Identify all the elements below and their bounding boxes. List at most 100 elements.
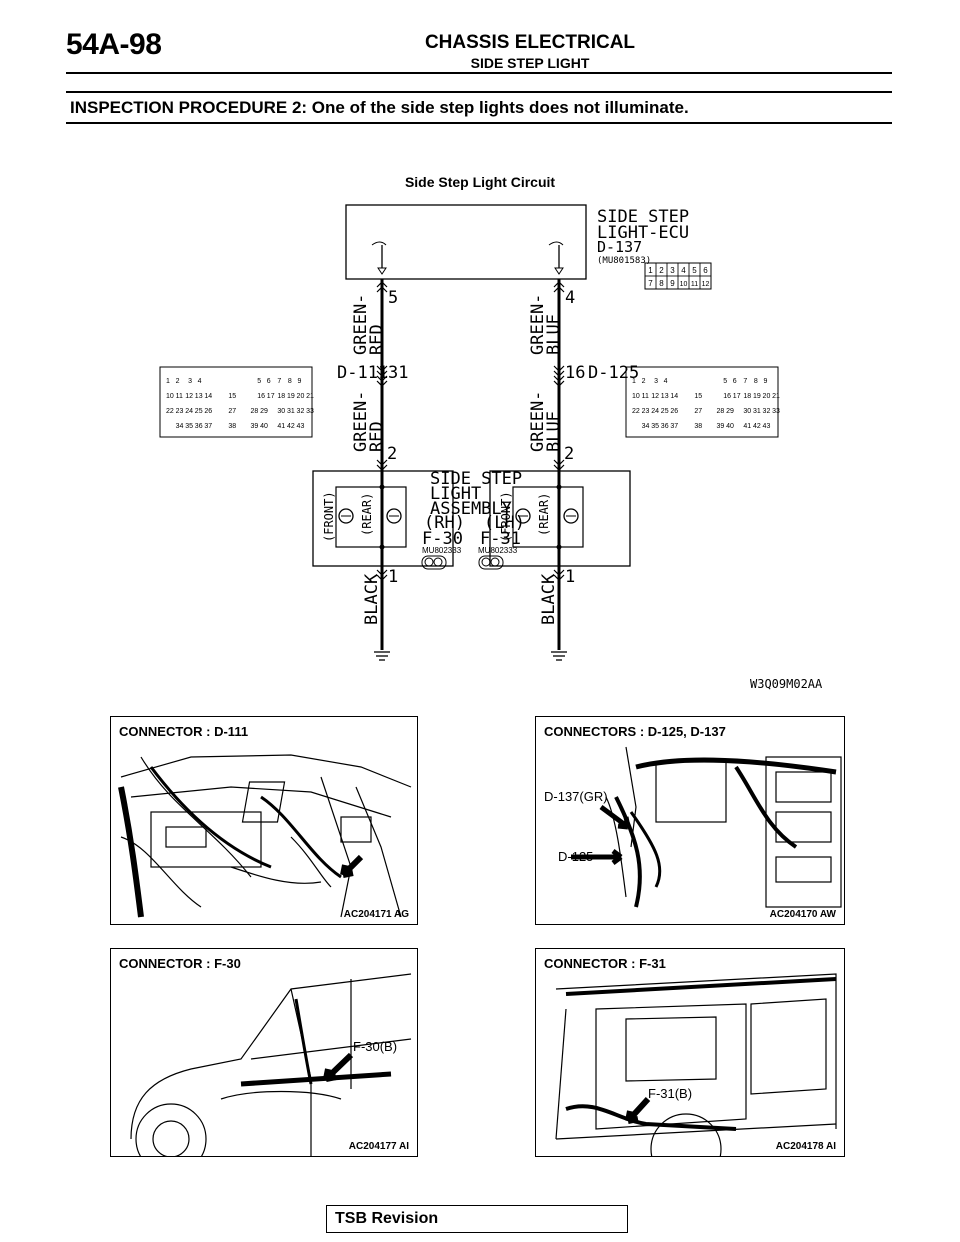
arrow-d125-icon <box>571 849 623 865</box>
connector-pin-number: 17 <box>267 393 275 400</box>
header-rule <box>66 72 892 74</box>
panel-f30: CONNECTOR : F-30 F-30(B) AC204177 AI <box>110 948 418 1157</box>
connector-pin-number: 15 <box>228 393 236 400</box>
connector-pin-number: 10 <box>166 393 174 400</box>
procedure-title: INSPECTION PROCEDURE 2: One of the side … <box>70 98 689 117</box>
connector-pin-number: 23 <box>176 408 184 415</box>
connector-pin-number: 28 <box>716 408 724 415</box>
connector-pin-number: 18 <box>743 393 751 400</box>
connector-pin-number: 29 <box>726 408 734 415</box>
callout-d125: D-125 <box>558 849 594 864</box>
ecu-pin-number: 2 <box>659 266 664 275</box>
pin-left-top: 5 <box>388 288 398 308</box>
connector-outline <box>159 366 313 438</box>
connector-pin-number: 2 <box>642 378 646 385</box>
connector-pin-number: 8 <box>288 378 292 385</box>
ecu-part-number: (MU801583) <box>597 256 651 266</box>
connector-pin-number: 38 <box>694 423 702 430</box>
connector-pin-number: 39 <box>716 423 724 430</box>
connector-pin-number: 21 <box>772 393 780 400</box>
ecu-box <box>345 204 587 280</box>
connector-pin-number: 34 <box>642 423 650 430</box>
connector-pin-number: 36 <box>195 423 203 430</box>
connector-pin-number: 22 <box>166 408 174 415</box>
ecu-pin-number: 7 <box>648 279 653 288</box>
panel-title: CONNECTOR : F-31 <box>544 956 666 971</box>
title-rule-bottom <box>66 122 892 124</box>
connector-pin-number: 13 <box>195 393 203 400</box>
connector-pin-number: 6 <box>733 378 737 385</box>
d125-d137-photo-illustration <box>571 746 842 908</box>
ecu-pin-number: 4 <box>681 266 686 275</box>
connector-pin-number: 19 <box>287 393 295 400</box>
connector-pin-number: 1 <box>632 378 636 385</box>
d111-photo-illustration <box>118 754 412 918</box>
connector-pin-number: 39 <box>250 423 258 430</box>
connector-pin-number: 5 <box>257 378 261 385</box>
callout-f30: F-30(B) <box>353 1039 398 1054</box>
connector-pin-number: 38 <box>228 423 236 430</box>
connector-pin-number: 17 <box>733 393 741 400</box>
wire-color-green-blue-lower-2: BLUE <box>544 411 564 452</box>
rh-label: (RH) <box>424 513 465 533</box>
connector-pin-number: 32 <box>763 408 771 415</box>
f31-connector-face <box>478 555 504 570</box>
connector-pin-number: 10 <box>632 393 640 400</box>
connector-outline <box>625 366 779 438</box>
arrow-d137-icon <box>599 804 631 830</box>
wire-color-green-red-lower-1: GREEN- <box>351 391 371 452</box>
connector-pin-number: 35 <box>185 423 193 430</box>
front-label-rh: (FRONT) <box>322 491 336 542</box>
lamp-pin-top-left: 2 <box>387 444 397 464</box>
connector-pin-number: 4 <box>664 378 668 385</box>
f31-part: MU802333 <box>478 546 518 555</box>
connector-pin-number: 25 <box>195 408 203 415</box>
title-rule-top <box>66 91 892 93</box>
subsection-title: SIDE STEP LIGHT <box>470 55 590 71</box>
connector-pin-number: 16 <box>257 393 265 400</box>
connector-pin-number: 13 <box>661 393 669 400</box>
connector-pin-number: 20 <box>297 393 305 400</box>
wire-color-green-blue-2: BLUE <box>544 314 564 355</box>
d125-pin: 16 <box>565 363 585 383</box>
connector-pin-number: 30 <box>277 408 285 415</box>
ecu-pin-number: 8 <box>659 279 664 288</box>
panel-code: AC204178 AI <box>775 1141 836 1152</box>
connector-pin-number: 43 <box>297 423 305 430</box>
connector-pin-number: 23 <box>642 408 650 415</box>
connector-pin-number: 40 <box>726 423 734 430</box>
diagram-title: Side Step Light Circuit <box>404 174 556 190</box>
connector-pin-number: 29 <box>260 408 268 415</box>
connector-pin-number: 5 <box>723 378 727 385</box>
connector-pin-number: 32 <box>297 408 305 415</box>
f30-label: F-30 <box>422 529 463 549</box>
connector-pin-number: 12 <box>185 393 193 400</box>
ecu-pin-number: 9 <box>670 279 675 288</box>
connector-pin-number: 26 <box>204 408 212 415</box>
callout-d137: D-137(GR) <box>544 789 608 804</box>
connector-pin-number: 8 <box>754 378 758 385</box>
front-label-lh: (FRONT) <box>499 491 513 542</box>
connector-pin-number: 4 <box>198 378 202 385</box>
panel-code: AC204177 AI <box>348 1141 409 1152</box>
connector-pin-number: 14 <box>670 393 678 400</box>
connector-pin-number: 27 <box>694 408 702 415</box>
connector-pin-number: 34 <box>176 423 184 430</box>
f30-photo-illustration <box>130 973 412 1156</box>
wire-color-green-red-1: GREEN- <box>351 294 371 355</box>
callout-f31: F-31(B) <box>648 1086 693 1101</box>
connector-pin-number: 43 <box>763 423 771 430</box>
panel-code: AC204170 AW <box>769 909 836 920</box>
ecu-name-1: SIDE STEP <box>597 207 689 227</box>
connector-pin-number: 11 <box>642 393 649 400</box>
panel-f31: CONNECTOR : F-31 F-31(B) AC204178 AI <box>535 948 845 1157</box>
assembly-line-2: LIGHT <box>430 484 481 504</box>
panel-title: CONNECTOR : F-30 <box>119 956 241 971</box>
connector-pin-number: 37 <box>670 423 678 430</box>
f31-photo-illustration <box>555 973 837 1156</box>
panel-code: AC204171 AG <box>343 909 409 920</box>
f30-connector-face <box>421 555 447 570</box>
ecu-pin-number: 6 <box>703 266 708 275</box>
